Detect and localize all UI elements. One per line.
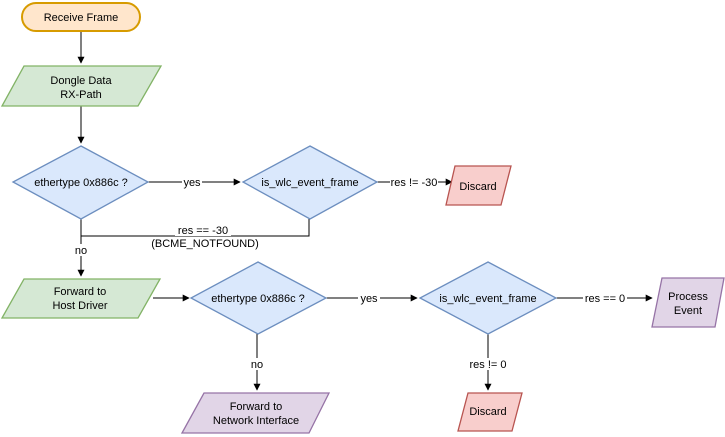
edge-label-res-eq-minus30-2: (BCME_NOTFOUND) xyxy=(151,238,259,250)
receive-frame-label: Receive Frame xyxy=(44,12,119,24)
node-dongle-data[interactable]: Dongle Data RX-Path xyxy=(0,65,163,107)
decision-ethertype-1[interactable]: ethertype 0x886c ? xyxy=(11,145,150,220)
node-forward-host[interactable]: Forward to Host Driver xyxy=(0,278,162,319)
edges xyxy=(77,31,653,391)
dongle-data-label-2: RX-Path xyxy=(60,89,102,101)
ethertype-1-label: ethertype 0x886c ? xyxy=(34,177,128,189)
forward-net-label-2: Network Interface xyxy=(213,415,299,427)
edge-label-res-not-minus30: res != -30 xyxy=(391,177,438,189)
node-forward-network[interactable]: Forward to Network Interface xyxy=(180,392,331,434)
ethertype-2-label: ethertype 0x886c ? xyxy=(211,293,305,305)
node-process-event[interactable]: Process Event xyxy=(651,277,725,328)
decision-wlc-event-1[interactable]: is_wlc_event_frame xyxy=(241,145,379,220)
node-receive-frame[interactable]: Receive Frame xyxy=(21,2,141,32)
edge-label-no-1: no xyxy=(75,245,87,257)
edge-label-res-not-0: res != 0 xyxy=(470,359,507,371)
edge-label-res-eq-minus30-1: res == -30 xyxy=(178,225,228,237)
wlc-2-label: is_wlc_event_frame xyxy=(439,293,536,305)
node-discard-2[interactable]: Discard xyxy=(457,392,523,432)
edge-wlc-1-return xyxy=(81,219,310,237)
dongle-data-label-1: Dongle Data xyxy=(50,75,112,87)
wlc-1-label: is_wlc_event_frame xyxy=(261,177,358,189)
forward-net-label-1: Forward to xyxy=(230,401,283,413)
edge-label-yes-2: yes xyxy=(360,293,378,305)
edge-label-no-2: no xyxy=(251,359,263,371)
decision-ethertype-2[interactable]: ethertype 0x886c ? xyxy=(189,261,328,335)
forward-host-label-2: Host Driver xyxy=(52,300,107,312)
discard-1-label: Discard xyxy=(459,181,496,193)
node-discard-1[interactable]: Discard xyxy=(445,165,512,206)
forward-host-label-1: Forward to xyxy=(54,286,107,298)
edge-label-res-eq-0: res == 0 xyxy=(585,293,625,305)
process-event-label-1: Process xyxy=(668,291,708,303)
edge-labels: yes res != -30 res == -30 (BCME_NOTFOUND… xyxy=(72,176,627,371)
edge-label-yes-1: yes xyxy=(183,177,201,189)
decision-wlc-event-2[interactable]: is_wlc_event_frame xyxy=(418,261,558,335)
process-event-label-2: Event xyxy=(674,305,702,317)
discard-2-label: Discard xyxy=(469,406,506,418)
